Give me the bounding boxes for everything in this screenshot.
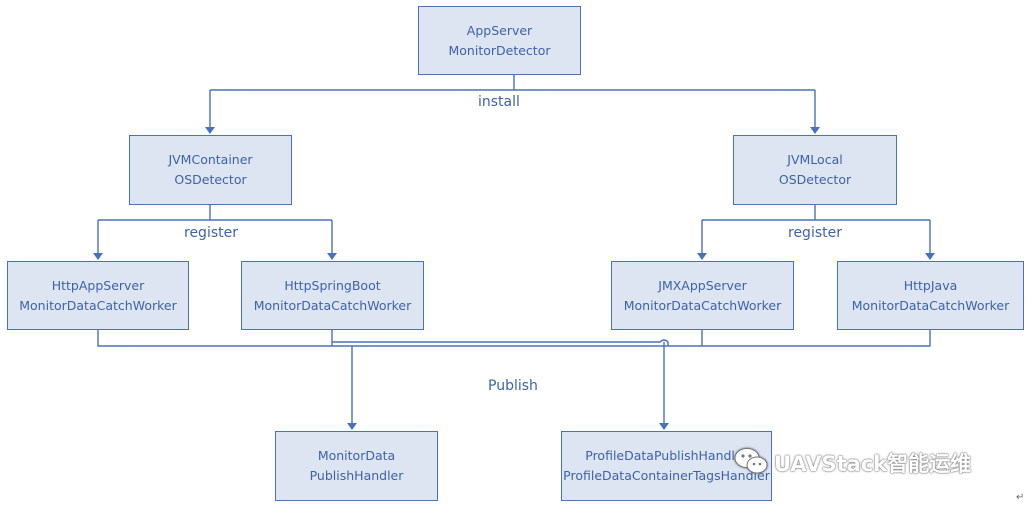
node-line2: OSDetector bbox=[778, 172, 852, 187]
httpappserver-worker-node: HttpAppServer MonitorDataCatchWorker bbox=[7, 261, 189, 330]
node-line1: HttpAppServer bbox=[51, 277, 145, 293]
jvmlocal-osdetector-node: JVMLocal OSDetector bbox=[733, 135, 897, 205]
node-line1: HttpSpringBoot bbox=[284, 277, 381, 293]
node-line2: PublishHandler bbox=[309, 468, 404, 483]
profiledata-handlers-node: ProfileDataPublishHandler ProfileDataCon… bbox=[561, 431, 772, 501]
node-line2: MonitorDataCatchWorker bbox=[253, 297, 412, 313]
jvmcontainer-osdetector-node: JVMContainer OSDetector bbox=[129, 135, 292, 205]
node-line1: JVMLocal bbox=[787, 152, 843, 167]
node-line2: OSDetector bbox=[174, 172, 247, 187]
node-line1: MonitorData bbox=[317, 448, 396, 463]
node-line1: HttpJava bbox=[903, 277, 958, 293]
httpspringboot-worker-node: HttpSpringBoot MonitorDataCatchWorker bbox=[241, 261, 424, 330]
wechat-icon bbox=[734, 447, 768, 480]
node-line1: AppServer bbox=[466, 22, 533, 38]
publish-secondary-line bbox=[332, 339, 669, 346]
node-line1: JMXAppServer bbox=[658, 277, 747, 293]
install-label: install bbox=[476, 94, 522, 110]
node-line1: ProfileDataPublishHandler bbox=[585, 448, 748, 463]
node-line2: MonitorDetector bbox=[448, 42, 551, 58]
jmxappserver-worker-node: JMXAppServer MonitorDataCatchWorker bbox=[611, 261, 794, 330]
httpjava-worker-node: HttpJava MonitorDataCatchWorker bbox=[837, 261, 1024, 330]
node-line2: ProfileDataContainerTagsHandler bbox=[563, 468, 770, 483]
node-line2: MonitorDataCatchWorker bbox=[851, 297, 1010, 313]
monitordata-publishhandler-node: MonitorData PublishHandler bbox=[275, 431, 438, 501]
publish-bus-line bbox=[97, 330, 931, 347]
node-line2: MonitorDataCatchWorker bbox=[623, 297, 782, 313]
watermark-text: UAVStack智能运维 bbox=[774, 452, 972, 476]
node-line1: JVMContainer bbox=[168, 152, 253, 167]
register-right-label: register bbox=[786, 225, 844, 241]
appserver-monitordetector-node: AppServer MonitorDetector bbox=[418, 6, 581, 75]
node-line2: MonitorDataCatchWorker bbox=[19, 297, 177, 313]
publish-label: Publish bbox=[488, 378, 538, 394]
paragraph-mark: ↵ bbox=[1016, 492, 1025, 503]
register-left-label: register bbox=[182, 225, 240, 241]
watermark: UAVStack智能运维 bbox=[734, 447, 972, 480]
